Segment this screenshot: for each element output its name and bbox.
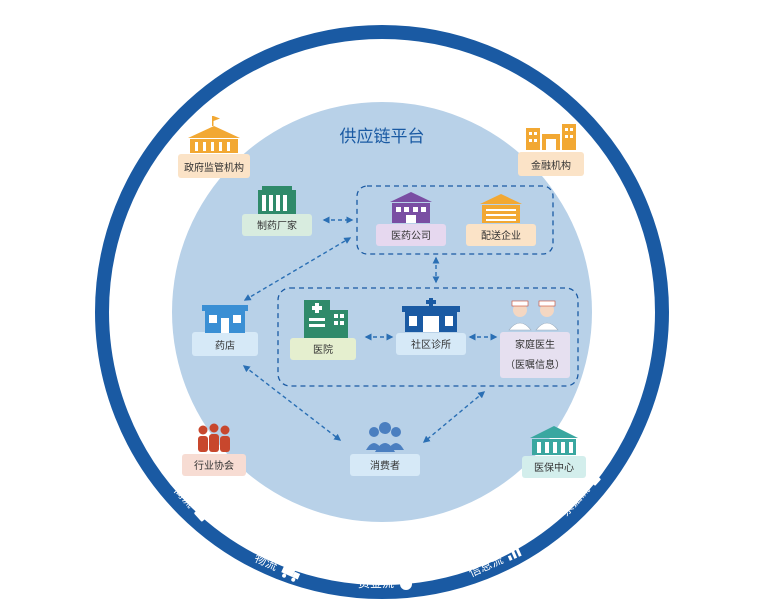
node-gov: 政府监管机构 — [178, 116, 250, 178]
node-pharmacy: 药店 — [192, 305, 258, 356]
node-association: 行业协会 — [182, 423, 246, 476]
distribution-group-box — [356, 185, 554, 255]
label-gov: 政府监管机构 — [184, 161, 244, 174]
arrow-pharmacy-consumer — [242, 365, 342, 441]
node-distribution: 配送企业 — [466, 194, 536, 246]
association-people-icon — [198, 423, 230, 452]
label-community-clinic: 社区诊所 — [411, 338, 451, 351]
label-insurance: 医保中心 — [534, 461, 574, 474]
node-hospital: 医院 — [290, 300, 356, 360]
label-association: 行业协会 — [194, 459, 234, 472]
doctor-icon — [508, 300, 559, 331]
node-consumer: 消费者 — [350, 422, 420, 476]
node-manufacturer: 制药厂家 — [242, 186, 312, 236]
truck-icon — [281, 563, 301, 582]
care-group-box — [277, 287, 579, 387]
node-community-clinic: 社区诊所 — [396, 298, 466, 355]
node-family-doctor: 家庭医生 （医嘱信息） — [500, 300, 570, 378]
pharma-building-icon — [390, 192, 432, 223]
receipt-icon — [587, 472, 601, 486]
node-insurance: 医保中心 — [522, 426, 586, 478]
label-flow-capital: 资金流 — [358, 575, 394, 590]
label-distribution: 配送企业 — [481, 229, 521, 242]
label-family-doctor: 家庭医生 — [515, 338, 555, 351]
node-finance: 金融机构 — [518, 124, 584, 176]
flow-arrows — [242, 216, 498, 443]
platform-title: 供应链平台 — [340, 127, 425, 147]
bar-chart-icon — [507, 544, 522, 561]
flow-capital: 资金流 — [358, 575, 412, 590]
outer-ring — [95, 25, 669, 599]
label-pharmacy: 药店 — [215, 339, 235, 352]
people-icon — [366, 422, 404, 452]
briefcase-icon — [194, 507, 208, 522]
money-bag-icon — [400, 575, 412, 590]
label-prescription-info: （医嘱信息） — [505, 358, 565, 371]
label-manufacturer: 制药厂家 — [257, 219, 297, 232]
arrow-pharmacy-pharma — [243, 237, 352, 301]
arrow-care-consumer — [422, 391, 486, 443]
label-hospital: 医院 — [313, 343, 333, 356]
label-consumer: 消费者 — [370, 459, 400, 472]
label-finance: 金融机构 — [531, 159, 571, 172]
label-pharma-company: 医药公司 — [391, 230, 431, 242]
node-pharma-company: 医药公司 — [376, 192, 446, 246]
